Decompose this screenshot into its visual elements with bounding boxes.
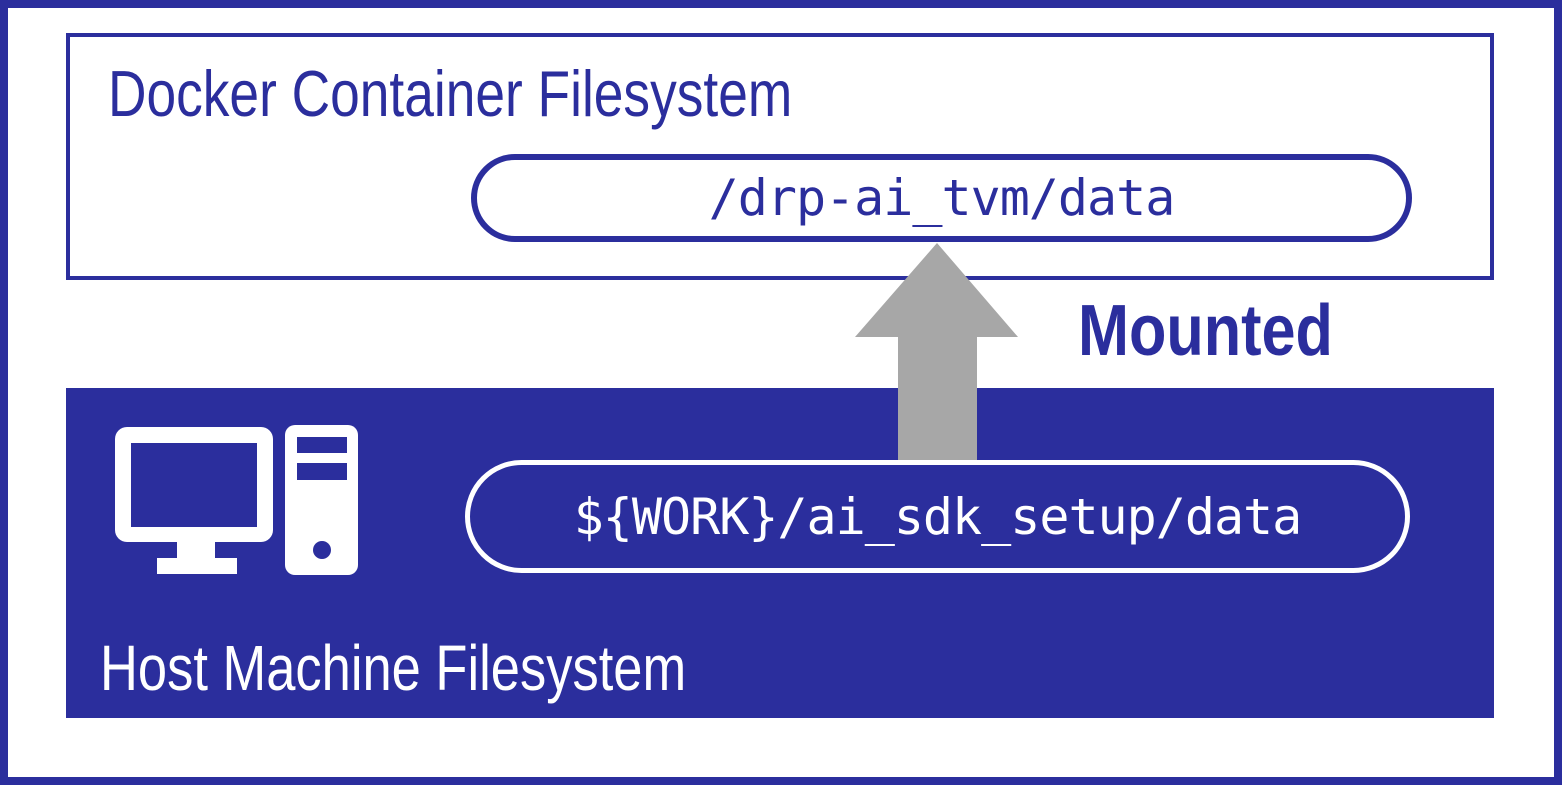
docker-box-title: Docker Container Filesystem xyxy=(108,57,793,130)
host-box-title: Host Machine Filesystem xyxy=(100,632,687,704)
host-path-pill: ${WORK}/ai_sdk_setup/data xyxy=(465,460,1410,573)
container-path-pill: /drp-ai_tvm/data xyxy=(471,154,1412,242)
docker-container-filesystem-box: Docker Container Filesystem /drp-ai_tvm/… xyxy=(66,33,1494,280)
desktop-computer-icon xyxy=(115,425,358,575)
container-path-label: /drp-ai_tvm/data xyxy=(708,169,1176,227)
host-path-label: ${WORK}/ai_sdk_setup/data xyxy=(573,487,1303,546)
host-machine-filesystem-box: ${WORK}/ai_sdk_setup/data Host Machine F… xyxy=(66,388,1494,718)
mounted-label: Mounted xyxy=(1078,291,1333,371)
